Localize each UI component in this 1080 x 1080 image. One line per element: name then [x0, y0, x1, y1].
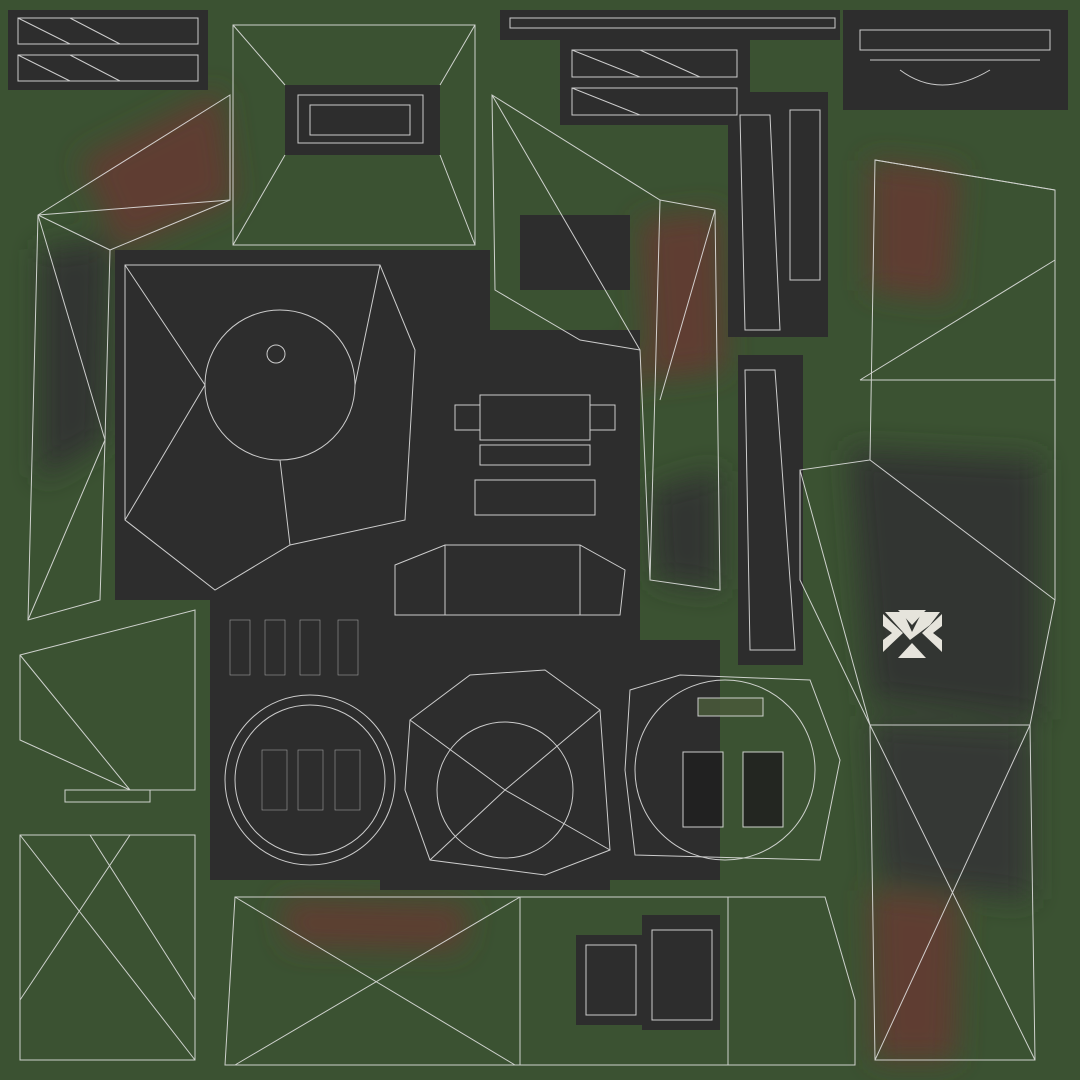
- panel: [8, 10, 208, 90]
- panel: [560, 40, 750, 125]
- cross-emblem: [883, 610, 942, 658]
- camo-dark-patch: [650, 470, 720, 590]
- wire-right-hull: [799, 159, 1056, 1061]
- wire-turret-basket: [624, 674, 841, 861]
- panel: [642, 915, 720, 1030]
- camo-brown-patch: [280, 900, 470, 950]
- wire-track-top-right: [859, 29, 1051, 86]
- wire-turret-floor: [404, 669, 611, 876]
- wire-bottom-left: [19, 609, 196, 1061]
- panel: [728, 92, 828, 337]
- wire-hatch-top: [232, 24, 476, 246]
- wire-turret-roof: [124, 264, 416, 591]
- wire-vertical-strips: [739, 109, 821, 651]
- panel: [520, 215, 630, 290]
- camo-brown-patch: [80, 90, 235, 250]
- wire-bottom-plate: [224, 896, 856, 1066]
- wire-side-plate: [491, 94, 721, 591]
- panel: [576, 935, 646, 1025]
- panel: [500, 10, 840, 40]
- camo-brown-patch: [640, 210, 725, 380]
- wire-ring-left: [224, 694, 396, 866]
- camo-dark-patch: [870, 720, 1030, 900]
- camo-dark-patch: [40, 240, 110, 480]
- wire-strips-top-left: [17, 17, 199, 82]
- camo-dark-patch: [850, 450, 1040, 720]
- wire-strips-top-mid: [509, 17, 836, 116]
- panel-main: [115, 250, 720, 890]
- wire-seats: [229, 619, 361, 811]
- camo-patches: [40, 90, 1040, 1060]
- camo-brown-patch: [870, 890, 960, 1060]
- camo-brown-patch: [870, 160, 960, 300]
- wireframes: [17, 17, 1056, 1066]
- wire-left-hull: [27, 94, 231, 621]
- wire-hatch-parts: [394, 394, 626, 616]
